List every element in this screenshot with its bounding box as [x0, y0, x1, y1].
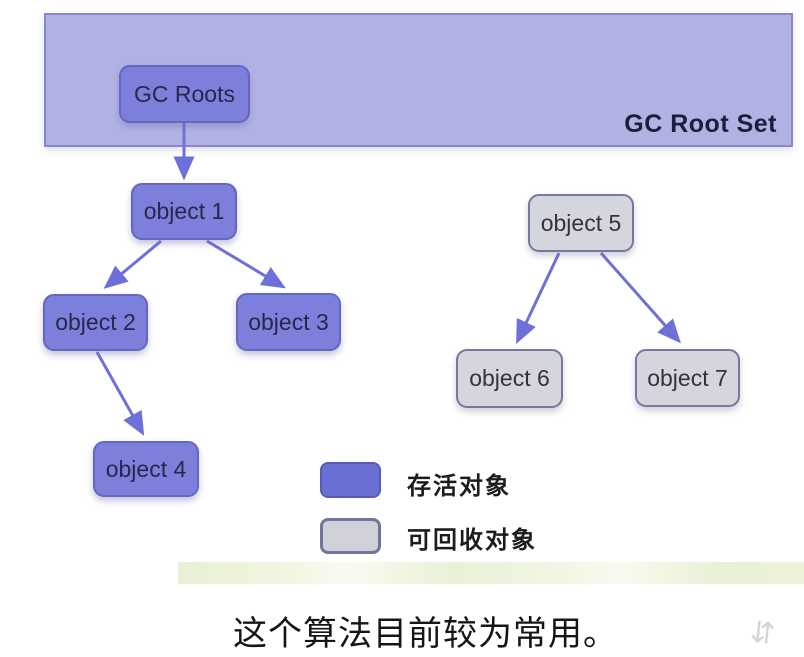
legend-swatch-recyclable — [320, 518, 381, 554]
edge-object1-object2 — [103, 239, 162, 289]
node-object-5: object 5 — [528, 194, 634, 252]
edge-object2-object4 — [95, 351, 145, 436]
node-object-2: object 2 — [43, 294, 148, 351]
node-gc-roots: GC Roots — [119, 65, 250, 123]
legend-label-live: 存活对象 — [407, 473, 511, 500]
gc-root-set-label: GC Root Set — [624, 110, 777, 138]
node-object-1: object 1 — [131, 183, 237, 240]
node-object-7: object 7 — [635, 349, 740, 407]
edge-object5-object6 — [516, 252, 561, 345]
watermark-arrows-icon: ⇵ — [748, 615, 777, 652]
legend-swatch-live — [320, 462, 381, 498]
node-object-4: object 4 — [93, 441, 199, 497]
edge-object5-object7 — [599, 252, 681, 344]
edge-object1-object3 — [206, 239, 286, 289]
highlight-band — [178, 562, 804, 584]
caption-text: 这个算法目前较为常用。 — [233, 616, 618, 653]
node-object-3: object 3 — [236, 293, 341, 351]
node-object-6: object 6 — [456, 349, 563, 408]
legend-label-recyclable: 可回收对象 — [407, 527, 537, 554]
